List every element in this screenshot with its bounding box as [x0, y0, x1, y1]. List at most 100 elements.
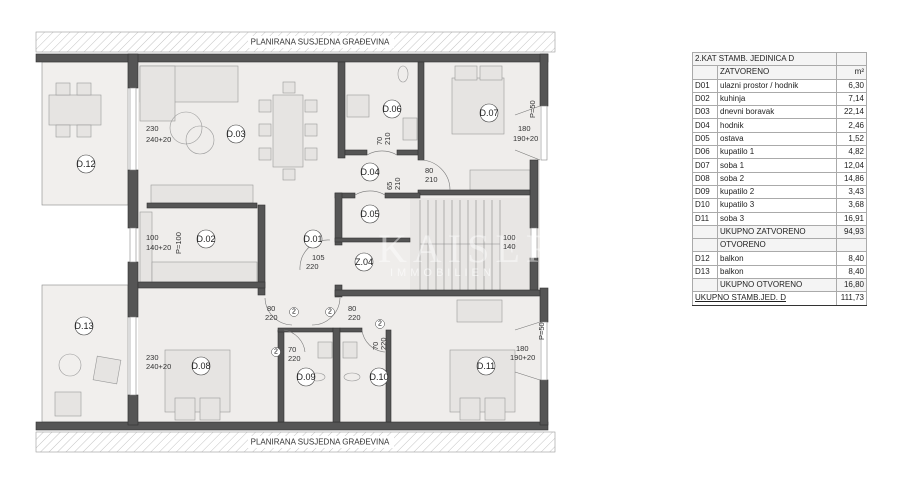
- svg-text:220: 220: [379, 337, 388, 350]
- cell-code: D09: [692, 184, 718, 200]
- cell-code: D10: [692, 198, 718, 213]
- svg-text:100: 100: [146, 233, 159, 242]
- cell-code: D06: [692, 145, 718, 160]
- svg-text:70: 70: [371, 342, 380, 350]
- svg-text:65: 65: [385, 182, 394, 190]
- cell-name: kupatilo 2: [717, 184, 837, 200]
- svg-text:80: 80: [348, 304, 356, 313]
- room-tag-d12: D.12: [76, 154, 96, 174]
- room-tag-d10: D.10: [369, 367, 389, 387]
- svg-text:230: 230: [146, 353, 159, 362]
- svg-text:70: 70: [375, 137, 384, 145]
- svg-text:P=50: P=50: [528, 100, 537, 118]
- cell-code: D11: [692, 211, 718, 226]
- cell-name: dnevni boravak: [717, 105, 837, 120]
- svg-text:190+20: 190+20: [510, 353, 535, 362]
- room-tag-d01: D.01: [303, 229, 323, 249]
- svg-text:D.02: D.02: [196, 234, 215, 244]
- closed-total-label: UKUPNO ZATVORENO: [717, 224, 837, 240]
- dimension-annotations: 230 240+20 100 140+20 P=100 70 210 80 21…: [146, 100, 546, 371]
- cell-name: soba 1: [717, 158, 837, 173]
- svg-text:2: 2: [328, 309, 332, 316]
- door-marks: 2 2 2 2: [271, 307, 385, 357]
- svg-text:180: 180: [518, 124, 531, 133]
- windows: [129, 87, 548, 396]
- room-tag-d02: D.02: [196, 229, 216, 249]
- svg-text:D.12: D.12: [76, 159, 95, 169]
- grand-total-label: UKUPNO STAMB.JED. D: [692, 291, 837, 306]
- svg-text:D.10: D.10: [369, 372, 388, 382]
- svg-text:190+20: 190+20: [513, 134, 538, 143]
- cell-area: 2,46: [836, 118, 867, 133]
- svg-text:240+20: 240+20: [146, 135, 171, 144]
- svg-text:D.09: D.09: [296, 372, 315, 382]
- cell-area: 16,91: [836, 211, 867, 226]
- cell-code: D03: [692, 105, 718, 120]
- doors: [264, 105, 541, 381]
- room-tag-z04: Z.04: [354, 252, 374, 272]
- cell-code: D05: [692, 131, 718, 147]
- cell-area: 8,40: [836, 251, 867, 266]
- cell-name: kupatilo 1: [717, 145, 837, 160]
- svg-text:D.06: D.06: [382, 104, 401, 114]
- cell-code: D01: [692, 78, 718, 93]
- svg-text:220: 220: [306, 262, 319, 271]
- svg-text:230: 230: [146, 124, 159, 133]
- svg-text:D.05: D.05: [360, 209, 379, 219]
- cell-area: 22,14: [836, 105, 867, 120]
- stair-steps: [419, 200, 501, 290]
- room-tag-d09: D.09: [296, 367, 316, 387]
- cell-area: 14,86: [836, 171, 867, 186]
- watermark: KAISER: [378, 226, 558, 271]
- cell-area: 7,14: [836, 91, 867, 107]
- svg-text:80: 80: [267, 304, 275, 313]
- svg-text:D.11: D.11: [477, 361, 495, 371]
- closed-total: 94,93: [836, 224, 867, 240]
- svg-text:100: 100: [503, 233, 516, 242]
- svg-text:D.04: D.04: [360, 167, 379, 177]
- cell-area: 1,52: [836, 131, 867, 147]
- svg-text:140: 140: [503, 242, 516, 251]
- svg-text:D.08: D.08: [191, 361, 210, 371]
- room-tag-d03: D.03: [226, 124, 246, 144]
- svg-text:220: 220: [265, 313, 278, 322]
- open-total-label: UKUPNO OTVORENO: [717, 278, 837, 293]
- cell-name: balkon: [717, 264, 837, 280]
- svg-text:210: 210: [425, 175, 438, 184]
- cell-code: D13: [692, 264, 718, 280]
- cell-name: hodnik: [717, 118, 837, 133]
- neighbor-label-bottom: PLANIRANA SUSJEDNA GRAĐEVINA: [251, 438, 390, 447]
- svg-text:105: 105: [312, 253, 325, 262]
- cell-code: D04: [692, 118, 718, 133]
- cell-area: 3,68: [836, 198, 867, 213]
- room-tag-d08: D.08: [191, 356, 211, 376]
- room-tag-d06: D.06: [382, 99, 402, 119]
- svg-text:220: 220: [288, 354, 301, 363]
- svg-text:P=50: P=50: [537, 322, 546, 340]
- svg-text:80: 80: [425, 166, 433, 175]
- unit-header: m²: [836, 65, 867, 80]
- cell-name: balkon: [717, 251, 837, 266]
- cell-code: D08: [692, 171, 718, 186]
- svg-text:240+20: 240+20: [146, 362, 171, 371]
- neighbor-label-top: PLANIRANA SUSJEDNA GRAĐEVINA: [251, 38, 390, 47]
- cell-name: soba 3: [717, 211, 837, 226]
- cell-code: D12: [692, 251, 718, 266]
- svg-text:210: 210: [383, 132, 392, 145]
- walls: [35, 53, 549, 431]
- neighbor-building-bottom: PLANIRANA SUSJEDNA GRAĐEVINA: [35, 431, 556, 453]
- svg-text:D.03: D.03: [226, 129, 245, 139]
- cell-name: kuhinja: [717, 91, 837, 107]
- svg-text:Z.04: Z.04: [355, 257, 373, 267]
